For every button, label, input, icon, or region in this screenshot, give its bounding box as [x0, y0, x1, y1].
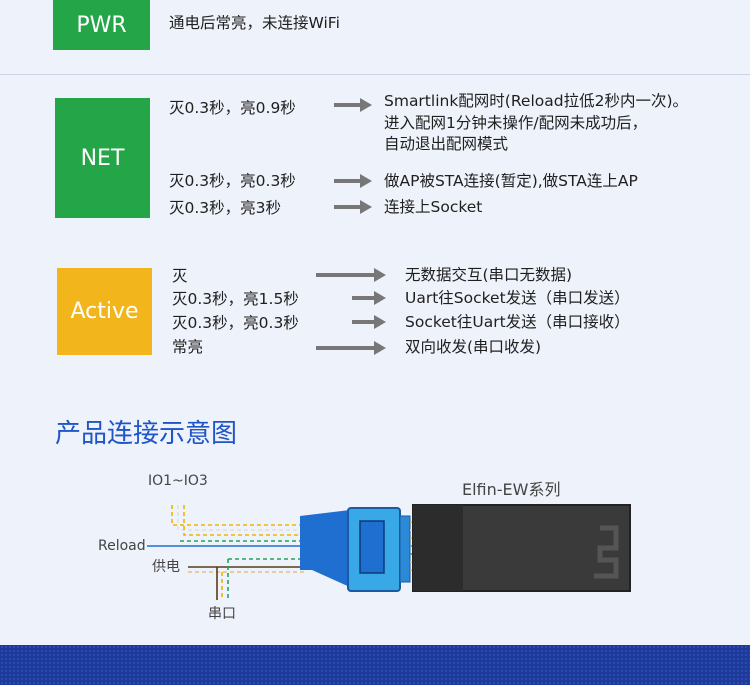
- active-arrow-4: [316, 341, 386, 355]
- active-badge: Active: [57, 268, 152, 355]
- label-power: 供电: [152, 559, 180, 575]
- active-desc-3: Socket往Uart发送（串口接收）: [405, 313, 630, 331]
- active-arrow-3: [352, 315, 386, 329]
- io-wires: [171, 505, 305, 536]
- pwr-badge-label: PWR: [76, 12, 127, 38]
- footer-band: [0, 645, 750, 685]
- net-state-1: 灭0.3秒，亮0.9秒: [169, 99, 296, 117]
- net-arrow-2: [334, 174, 372, 188]
- active-state-2: 灭0.3秒，亮1.5秒: [172, 290, 299, 308]
- active-desc-4: 双向收发(串口收发): [405, 338, 542, 356]
- module-name: Elfin-EW系列: [462, 480, 561, 499]
- active-arrow-1: [316, 268, 386, 282]
- pwr-badge: PWR: [53, 0, 150, 50]
- active-desc-1: 无数据交互(串口无数据): [405, 266, 573, 284]
- active-badge-label: Active: [70, 299, 139, 324]
- power-serial-wires: [188, 558, 305, 600]
- reload-wire: [147, 540, 305, 547]
- active-arrow-2: [352, 291, 386, 305]
- net-state-2: 灭0.3秒，亮0.3秒: [169, 172, 296, 190]
- net-desc-2: 做AP被STA连接(暂定),做STA连上AP: [384, 172, 638, 190]
- net-desc-1-line-3: 自动退出配网模式: [384, 135, 509, 153]
- net-arrow-3: [334, 200, 372, 214]
- active-state-4: 常亮: [172, 338, 204, 356]
- cable-connector: [347, 507, 401, 592]
- module-body: [412, 504, 631, 592]
- net-state-3: 灭0.3秒，亮3秒: [169, 199, 282, 217]
- label-io: IO1~IO3: [148, 473, 208, 489]
- net-desc-1-line-1: Smartlink配网时(Reload拉低2秒内一次)。: [384, 92, 688, 110]
- net-desc-1-line-2: 进入配网1分钟未操作/配网未成功后，: [384, 114, 648, 132]
- label-reload: Reload: [98, 538, 146, 554]
- net-desc-3: 连接上Socket: [384, 198, 483, 216]
- connection-title: 产品连接示意图: [55, 419, 238, 449]
- ribbon-cable: [300, 510, 352, 588]
- active-state-3: 灭0.3秒，亮0.3秒: [172, 314, 299, 332]
- active-desc-2: Uart往Socket发送（串口发送）: [405, 289, 630, 307]
- label-serial: 串口: [208, 606, 236, 622]
- net-badge: NET: [55, 98, 150, 218]
- connector-pins: [410, 521, 466, 571]
- net-badge-label: NET: [80, 145, 125, 171]
- active-state-1: 灭: [172, 267, 188, 285]
- top-divider: [0, 74, 750, 75]
- pwr-description: 通电后常亮，未连接WiFi: [169, 14, 340, 32]
- antenna-trace-icon: [594, 525, 619, 579]
- net-arrow-1: [334, 98, 372, 112]
